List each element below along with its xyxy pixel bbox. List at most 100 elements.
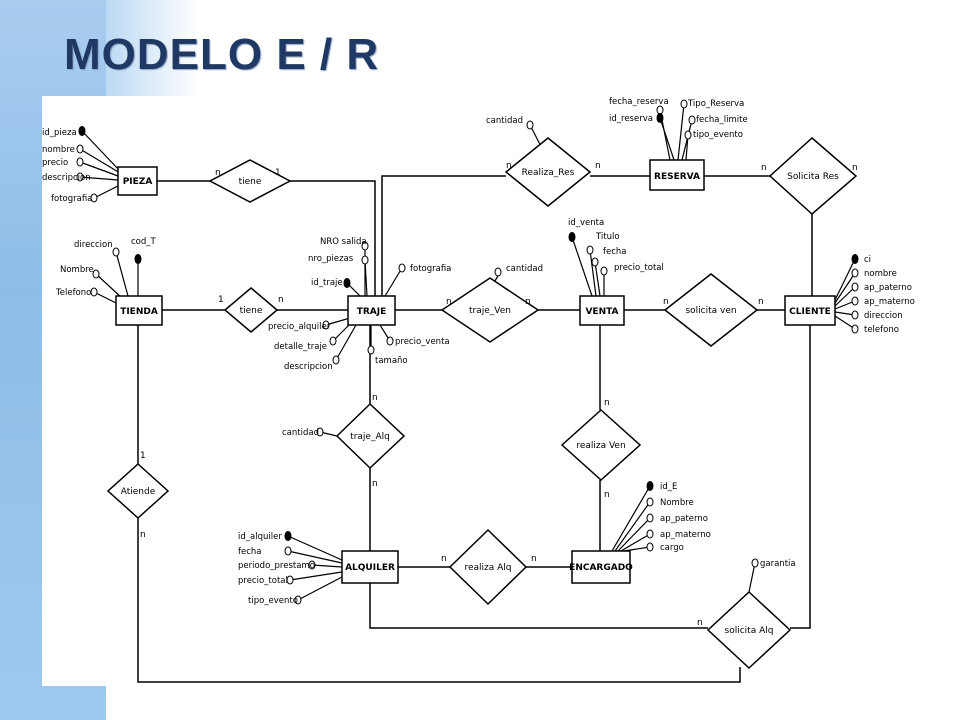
line-solicitaalq-cliente xyxy=(790,325,811,629)
card-tienda-tiene-n: n xyxy=(278,295,284,305)
attr-encargado-ap-paterno: ap_paterno xyxy=(660,514,708,524)
entity-label-encargado: ENCARGADO xyxy=(569,563,633,573)
card-realizares-n1: n xyxy=(506,161,512,171)
rel-solicita-res xyxy=(768,136,858,216)
attr-encargado-id: id_E xyxy=(660,482,677,492)
rel-tiene-pieza xyxy=(208,159,292,203)
card-pieza-tiene-n: n xyxy=(215,168,221,178)
attr-cliente-telefono: telefono xyxy=(864,325,899,335)
card-realizaalq-n2: n xyxy=(531,554,537,564)
card-pieza-tiene-1: 1 xyxy=(275,168,281,178)
entity-reserva xyxy=(649,159,705,191)
card-tienda-tiene-1: 1 xyxy=(218,295,224,305)
attr-alquiler-tipo-evento: tipo_evento xyxy=(248,596,298,606)
card-solicitaven-n1: n xyxy=(663,297,669,307)
attr-traje-precio-alquiler: precio_alquiler xyxy=(268,322,331,332)
card-trajealq-n2: n xyxy=(372,479,378,489)
attr-traje-precio-venta: precio_venta xyxy=(395,337,450,347)
attr-reserva-id: id_reserva xyxy=(609,114,653,124)
entity-label-venta: VENTA xyxy=(585,307,618,317)
er-diagram: PIEZA TIENDA TRAJE VENTA CLIENTE RESERVA… xyxy=(42,96,960,686)
rel-tiene-tienda xyxy=(223,287,279,333)
card-realizaven-n2: n xyxy=(604,490,610,500)
card-trajeven-n1: n xyxy=(446,297,452,307)
entity-cliente xyxy=(784,295,836,326)
rel-label-realiza-ven: realiza Ven xyxy=(576,441,625,451)
attr-tienda-direccion: direccion xyxy=(74,240,113,250)
rel-solicita-alq xyxy=(706,590,792,670)
entity-label-cliente: CLIENTE xyxy=(789,307,831,317)
card-atiende-n: n xyxy=(140,530,146,540)
attr-trajeven-cantidad: cantidad xyxy=(506,264,543,274)
er-diagram-canvas: PIEZA TIENDA TRAJE VENTA CLIENTE RESERVA… xyxy=(42,97,915,683)
entity-label-alquiler: ALQUILER xyxy=(345,563,395,573)
attr-reserva-fecha-limite: fecha_limite xyxy=(696,115,748,125)
attr-encargado-ap-materno: ap_materno xyxy=(660,530,711,540)
rel-traje-alq xyxy=(335,402,406,470)
attr-traje-tamano: tamaño xyxy=(375,356,408,366)
attr-cliente-ci: ci xyxy=(864,255,871,265)
entity-tienda xyxy=(115,295,163,326)
card-trajealq-n1: n xyxy=(372,393,378,403)
attr-tienda-telefono: Telefono xyxy=(55,288,91,298)
card-solicitares-n1: n xyxy=(761,163,767,173)
attr-pieza-id: id_pieza xyxy=(42,128,77,138)
entity-label-pieza: PIEZA xyxy=(123,177,153,187)
attr-realizares-cantidad: cantidad xyxy=(486,116,523,126)
card-realizares-n2: n xyxy=(595,161,601,171)
attr-venta-id: id_venta xyxy=(568,218,604,228)
rel-atiende xyxy=(106,462,170,520)
rel-realiza-ven xyxy=(560,408,642,482)
card-realizaalq-n1: n xyxy=(441,554,447,564)
entity-label-tienda: TIENDA xyxy=(120,307,158,317)
attr-encargado-cargo: cargo xyxy=(660,543,684,553)
attr-pieza-descripcion: descripcion xyxy=(42,173,91,183)
slide-top-background xyxy=(0,0,960,96)
attr-trajealq-cantidad: cantidad xyxy=(282,428,319,438)
rel-label-traje-alq: traje_Alq xyxy=(350,432,390,442)
rel-solicita-ven xyxy=(663,273,759,347)
attr-traje-fotografia: fotografia xyxy=(410,264,451,274)
card-trajeven-n2: n xyxy=(525,297,531,307)
card-solicitaalq-n: n xyxy=(697,618,703,628)
attr-venta-precio-total: precio_total xyxy=(614,263,664,273)
line-tiene-traje xyxy=(290,180,376,296)
attribute-markers xyxy=(76,99,859,605)
attr-tienda-nombre: Nombre xyxy=(60,265,94,275)
attr-reserva-tipo-evento: tipo_evento xyxy=(693,130,743,140)
rel-label-solicita-res: Solicita Res xyxy=(787,172,839,182)
attr-alquiler-id: id_alquiler xyxy=(238,532,282,542)
card-solicitares-n2: n xyxy=(852,163,858,173)
entity-label-reserva: RESERVA xyxy=(654,172,700,182)
line-alquiler-solicitaalq xyxy=(369,583,708,629)
attr-solicitaalq-garantia: garantia xyxy=(760,559,796,569)
rel-label-atiende: Atiende xyxy=(121,487,156,497)
rel-label-tiene-pieza: tiene xyxy=(239,177,262,187)
rel-traje-ven xyxy=(440,277,540,343)
entity-alquiler xyxy=(341,550,399,584)
rel-label-traje-ven: traje_Ven xyxy=(469,306,511,316)
attr-alquiler-precio-total: precio_total xyxy=(238,576,288,586)
attr-pieza-fotografia: fotografia xyxy=(51,194,92,204)
attr-reserva-tipo: Tipo_Reserva xyxy=(687,99,744,109)
slide-title: MODELO E / R xyxy=(64,30,380,79)
attr-pieza-nombre: nombre xyxy=(42,145,75,155)
rel-label-realiza-alq: realiza Alq xyxy=(464,563,511,573)
entity-label-traje: TRAJE xyxy=(357,307,387,317)
attr-venta-titulo: Titulo xyxy=(595,232,620,242)
entity-traje xyxy=(347,295,396,326)
attr-traje-detalle: detalle_traje xyxy=(274,342,327,352)
attr-cliente-direccion: direccion xyxy=(864,311,903,321)
attr-encargado-nombre: Nombre xyxy=(660,498,694,508)
attr-pieza-precio: precio xyxy=(42,158,68,168)
entity-pieza xyxy=(117,166,158,196)
line-traje-realizares xyxy=(381,175,506,296)
rel-label-solicita-ven: solicita ven xyxy=(685,306,736,316)
rel-label-realiza-res: Realiza_Res xyxy=(522,168,575,178)
attr-cliente-ap-paterno: ap_paterno xyxy=(864,283,912,293)
entity-encargado xyxy=(571,550,631,584)
attr-alquiler-periodo: periodo_prestamo xyxy=(238,561,315,571)
attr-cliente-ap-materno: ap_materno xyxy=(864,297,915,307)
attr-traje-nro-salida: NRO salida xyxy=(320,237,367,247)
attr-traje-nro-piezas: nro_piezas xyxy=(308,254,354,264)
